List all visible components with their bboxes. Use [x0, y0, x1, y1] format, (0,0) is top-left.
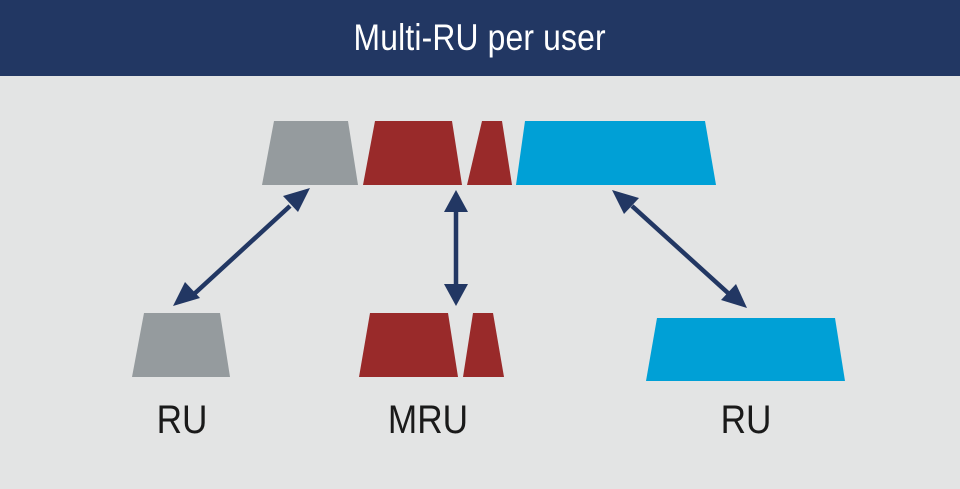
- label-middle-mru: MRU: [387, 398, 469, 442]
- top-red-mru-block-small: [467, 121, 512, 185]
- label-right-ru: RU: [720, 398, 772, 442]
- diagram-title: Multi-RU per user: [353, 17, 607, 58]
- bottom-red-mru-block-small: [463, 313, 504, 377]
- top-blue-ru-block: [516, 121, 716, 185]
- top-red-mru-block-large: [363, 121, 462, 185]
- bottom-blue-ru-block: [646, 318, 845, 381]
- top-gray-ru-block: [262, 121, 358, 185]
- label-left-ru: RU: [156, 398, 208, 442]
- right-double-arrow: [612, 190, 747, 308]
- bottom-red-mru-block-large: [359, 313, 458, 377]
- middle-double-arrow: [444, 190, 468, 306]
- left-double-arrow: [173, 188, 310, 306]
- bottom-gray-ru-block: [132, 313, 230, 377]
- header-bar: Multi-RU per user: [0, 0, 960, 76]
